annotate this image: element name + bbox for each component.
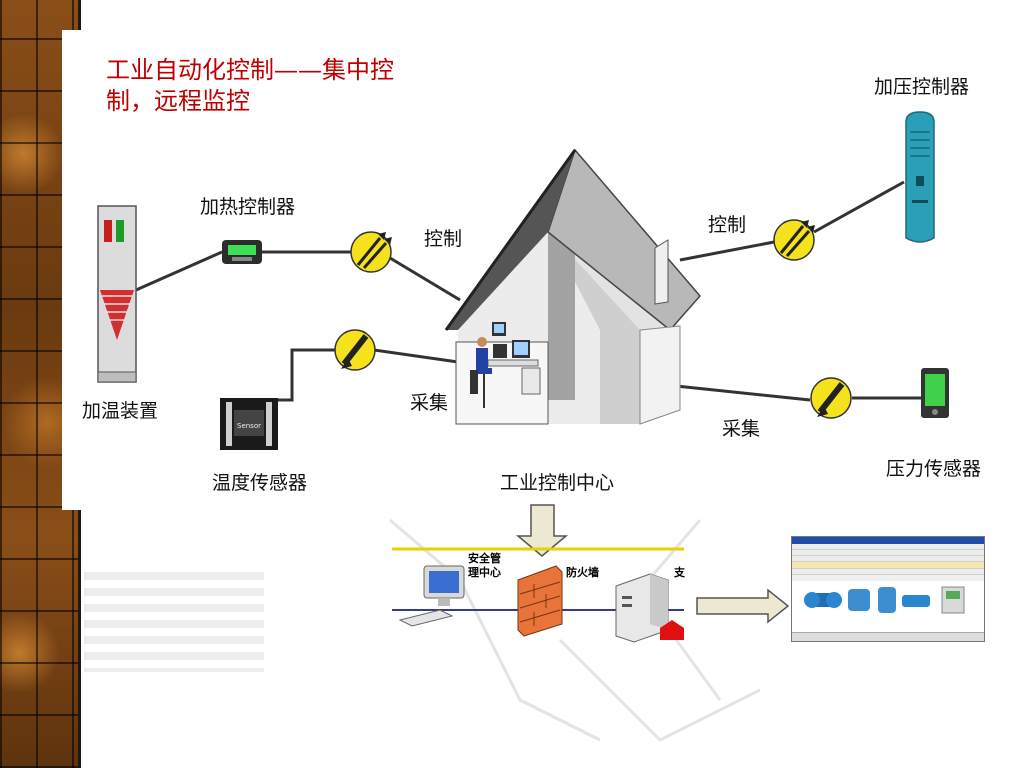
- right-arrow: [696, 588, 790, 624]
- pressure-controller-label: 加压控制器: [874, 76, 970, 98]
- pressure-controller-device: [905, 111, 935, 243]
- firewall-label: 防火墙: [566, 566, 599, 579]
- signal-icon-collect-left: [334, 329, 376, 371]
- signal-icon-control-right: [773, 219, 815, 261]
- signal-icon-collect-right: [810, 377, 852, 419]
- signal-icon-control-left: [350, 231, 392, 273]
- browser-content: [792, 581, 984, 633]
- pressure-sensor-label: 压力传感器: [886, 458, 982, 480]
- heating-controller-device: [222, 240, 262, 264]
- network-section: [392, 547, 684, 643]
- collect-right-label: 采集: [722, 418, 761, 440]
- browser-search-bar: [792, 562, 984, 569]
- browser-toolbar: [792, 550, 984, 556]
- security-center-label: 安全管理中心: [468, 552, 501, 579]
- background-ghost-lines: [389, 518, 761, 742]
- server-label-cut: 支: [674, 566, 685, 579]
- page-title: 工业自动化控制——集中控制，远程监控: [106, 56, 394, 115]
- heating-controller-label: 加热控制器: [200, 196, 296, 218]
- background-watermark: [84, 572, 264, 672]
- flowmeter-images: [804, 586, 965, 614]
- down-arrow: [515, 504, 569, 557]
- temperature-sensor-device: [220, 398, 278, 450]
- sensor-brand: Sensor: [237, 422, 261, 430]
- control-center-label: 工业控制中心: [500, 472, 615, 494]
- control-right-label: 控制: [708, 214, 747, 236]
- pressure-sensor-device: [921, 368, 949, 418]
- browser-menu-bar: [792, 544, 984, 550]
- browser-title-bar: [792, 537, 984, 544]
- collect-left-label: 采集: [410, 392, 449, 414]
- control-left-label: 控制: [424, 228, 463, 250]
- connection-lines: [135, 180, 922, 402]
- control-center-house: [444, 148, 701, 425]
- browser-address-bar: [792, 556, 984, 562]
- heating-device-label: 加温装置: [82, 400, 159, 422]
- browser-status-bar: [792, 632, 984, 641]
- heating-device: [97, 205, 137, 383]
- firewall-icon: [517, 565, 563, 637]
- temperature-sensor-label: 温度传感器: [212, 472, 308, 494]
- browser-links-bar: [792, 569, 984, 575]
- browser-window-thumbnail: [791, 536, 985, 642]
